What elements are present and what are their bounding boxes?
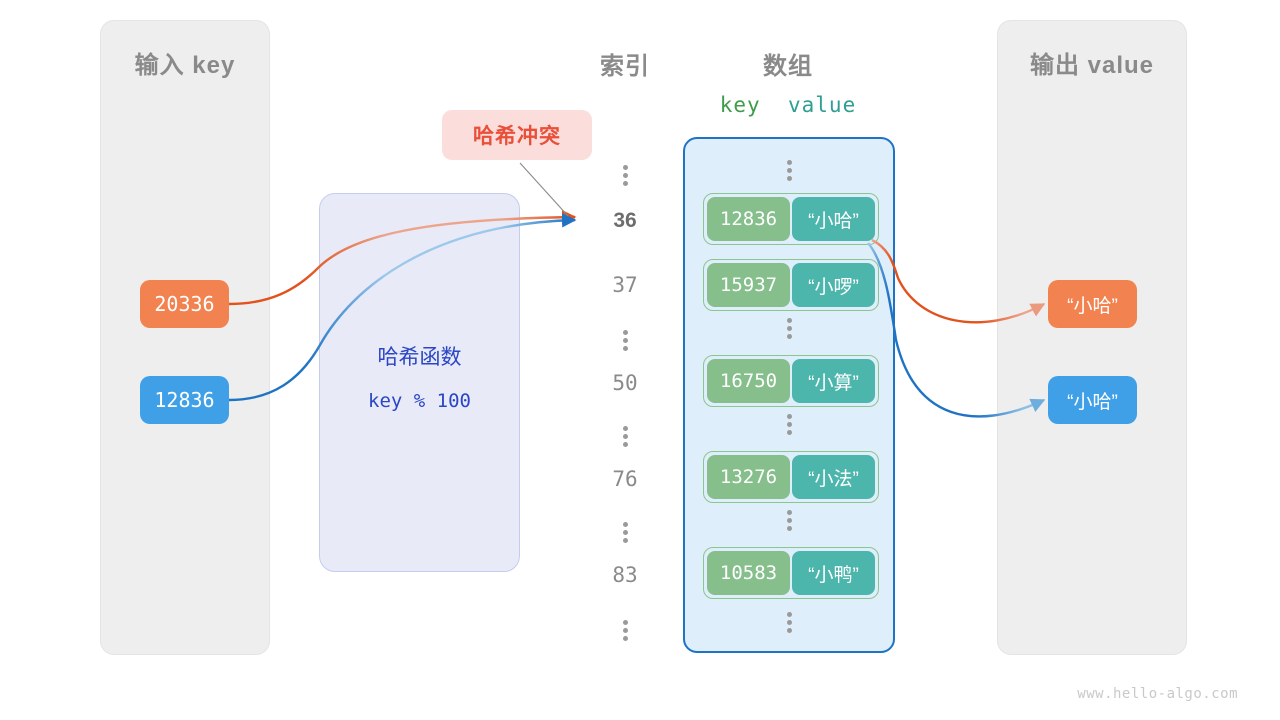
bucket-value-cell: “小哈” bbox=[792, 197, 875, 241]
array-ellipsis bbox=[685, 411, 893, 435]
input-key-chip: 20336 bbox=[140, 280, 229, 328]
input-key-panel: 输入 key bbox=[100, 20, 270, 655]
bucket-entry: 16750“小算” bbox=[703, 355, 879, 407]
bucket-value-cell: “小法” bbox=[792, 455, 875, 499]
bucket-key-cell: 10583 bbox=[707, 551, 790, 595]
hash-collision-badge: 哈希冲突 bbox=[442, 110, 592, 160]
key-value-subheader: key value bbox=[688, 93, 888, 117]
watermark: www.hello-algo.com bbox=[1077, 686, 1238, 702]
bucket-key-cell: 12836 bbox=[707, 197, 790, 241]
index-ellipsis bbox=[585, 519, 665, 543]
bucket-entry: 13276“小法” bbox=[703, 451, 879, 503]
array-ellipsis bbox=[685, 609, 893, 633]
index-label: 83 bbox=[612, 563, 638, 587]
array-ellipsis bbox=[685, 157, 893, 181]
index-ellipsis bbox=[585, 162, 665, 186]
array-ellipsis bbox=[685, 315, 893, 339]
hash-function-box: 哈希函数 key % 100 bbox=[319, 193, 520, 572]
bucket-array-container: 12836“小哈”15937“小啰”16750“小算”13276“小法”1058… bbox=[683, 137, 895, 653]
index-column-header: 索引 bbox=[600, 53, 650, 80]
bucket-key-cell: 13276 bbox=[707, 455, 790, 499]
bucket-value-cell: “小啰” bbox=[792, 263, 875, 307]
index-label: 36 bbox=[613, 209, 637, 232]
value-subheader-label: value bbox=[788, 93, 857, 117]
bucket-value-cell: “小算” bbox=[792, 359, 875, 403]
array-column-header: 数组 bbox=[763, 53, 813, 80]
output-value-chip: “小哈” bbox=[1048, 280, 1137, 328]
key-subheader-label: key bbox=[719, 93, 761, 117]
input-panel-title: 输入 key bbox=[134, 52, 236, 79]
bucket-key-cell: 15937 bbox=[707, 263, 790, 307]
index-label: 76 bbox=[612, 467, 638, 491]
output-value-panel: 输出 value bbox=[997, 20, 1187, 655]
bucket-entry: 10583“小鸭” bbox=[703, 547, 879, 599]
collision-leader-line bbox=[519, 162, 569, 217]
index-ellipsis bbox=[585, 617, 665, 641]
index-ellipsis bbox=[585, 327, 665, 351]
bucket-entry: 15937“小啰” bbox=[703, 259, 879, 311]
index-label: 37 bbox=[612, 273, 638, 297]
input-key-chip: 12836 bbox=[140, 376, 229, 424]
output-panel-title: 输出 value bbox=[1029, 52, 1155, 79]
index-column: 36 37 50 76 83 bbox=[585, 140, 665, 650]
output-value-chip: “小哈” bbox=[1048, 376, 1137, 424]
bucket-value-cell: “小鸭” bbox=[792, 551, 875, 595]
bucket-entry: 12836“小哈” bbox=[703, 193, 879, 245]
array-ellipsis bbox=[685, 507, 893, 531]
bucket-key-cell: 16750 bbox=[707, 359, 790, 403]
index-label: 50 bbox=[612, 371, 638, 395]
hash-function-name: 哈希函数 bbox=[377, 346, 462, 369]
hash-function-expression: key % 100 bbox=[368, 390, 471, 412]
index-ellipsis bbox=[585, 423, 665, 447]
